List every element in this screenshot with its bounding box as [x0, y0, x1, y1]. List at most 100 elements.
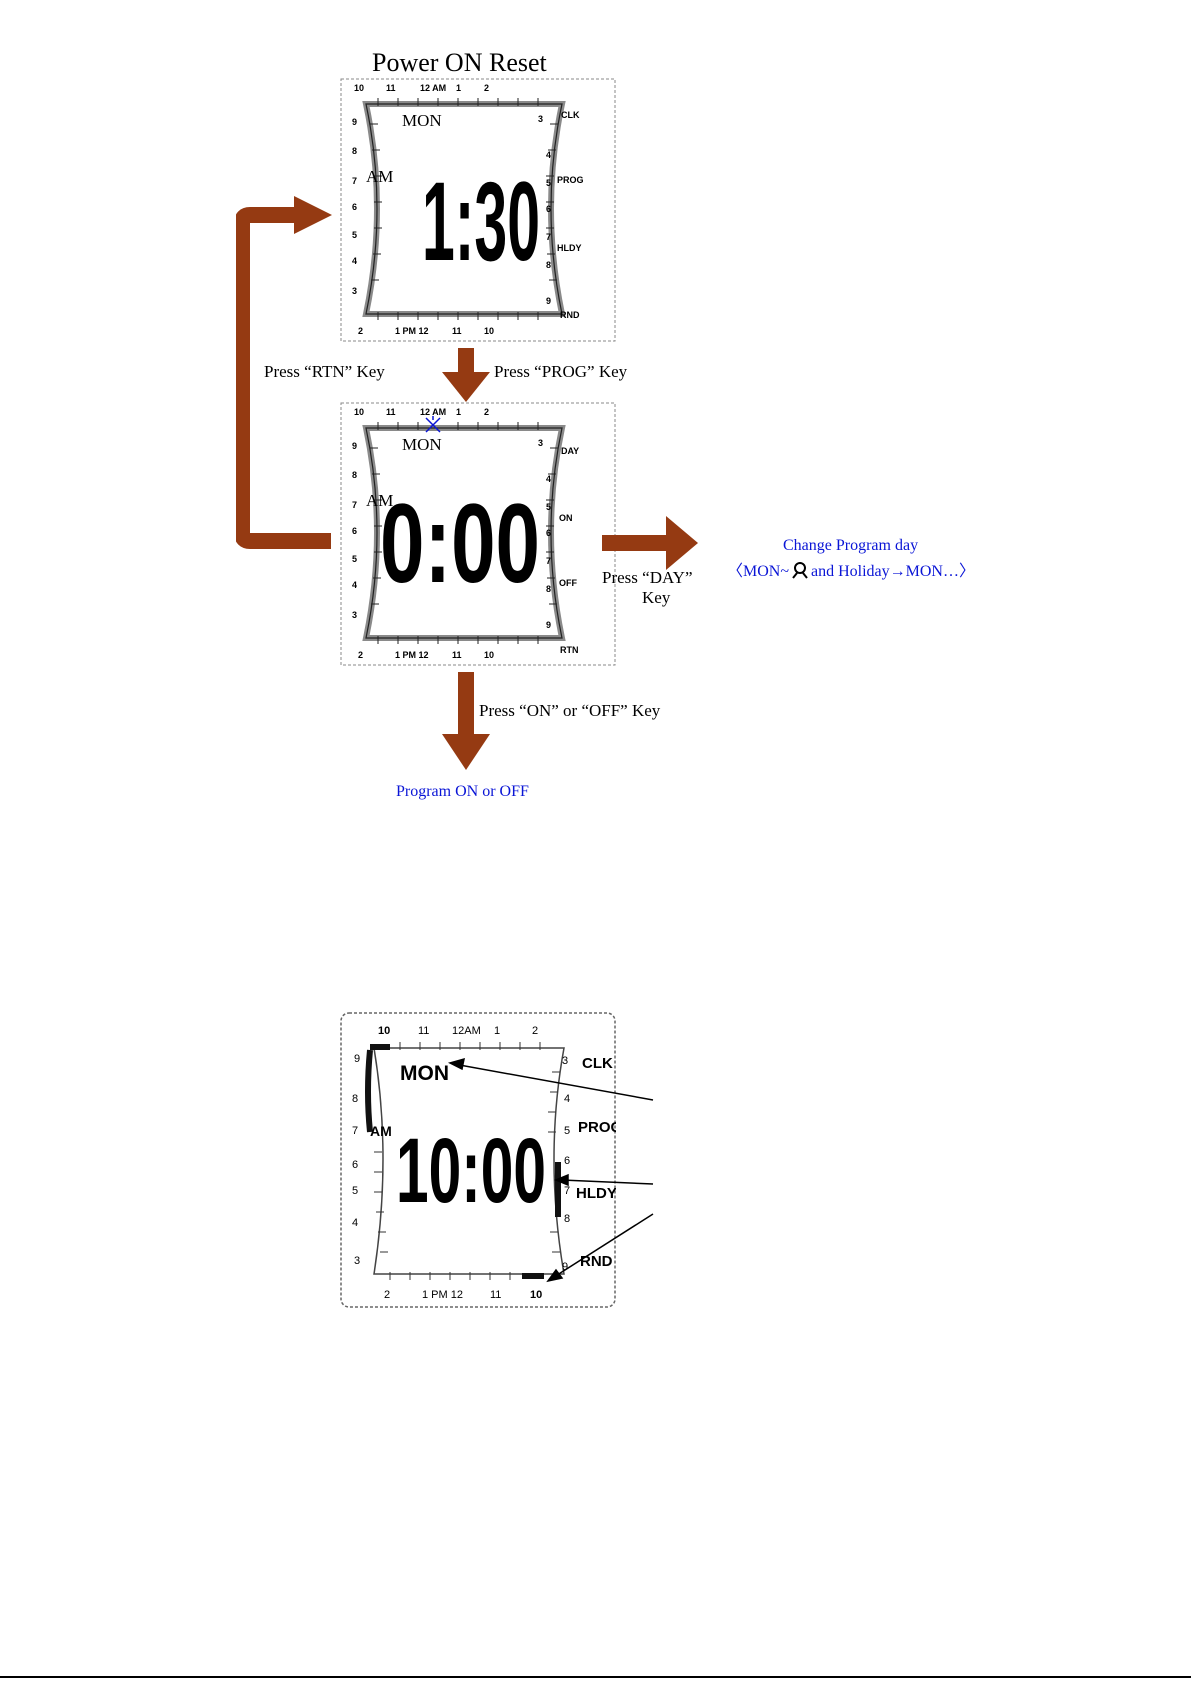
tick-top-12am: 12 AM — [420, 83, 446, 93]
tick-left-3: 3 — [352, 610, 357, 620]
arrow-down-onoff — [442, 672, 490, 770]
tick-right-7: 7 — [564, 1185, 570, 1197]
tick-left-4: 4 — [352, 256, 357, 266]
pointer-to-day — [453, 1063, 654, 1101]
side-label-on: ON — [559, 513, 573, 523]
tick-bottom-1pm12: 1 PM 12 — [395, 326, 429, 336]
tick-left-7: 7 — [352, 500, 357, 510]
tick-bottom-2: 2 — [358, 650, 363, 660]
tick-bottom-2: 2 — [384, 1289, 390, 1301]
ampm-label: AM — [366, 491, 393, 510]
side-label-rnd: RND — [560, 310, 580, 320]
holiday-lamp-icon — [792, 562, 808, 579]
tick-bottom-11: 11 — [490, 1289, 501, 1301]
change-program-day-sequence: 〈MON~ and Holiday→MON…〉 — [727, 557, 975, 581]
tick-right-8: 8 — [546, 584, 551, 594]
side-label-clk: CLK — [582, 1055, 613, 1072]
lcd-display-program: 10 11 12 AM 1 2 2 1 PM 12 11 10 9 8 7 6 … — [340, 402, 616, 666]
tick-top-2: 2 — [484, 83, 489, 93]
tick-right-9: 9 — [562, 1261, 568, 1273]
pointer-to-hldy-head — [554, 1173, 569, 1187]
tick-top-1: 1 — [456, 83, 461, 93]
page-bottom-rule — [0, 1676, 1191, 1678]
side-label-rtn: RTN — [560, 645, 579, 655]
tick-right-8: 8 — [546, 260, 551, 270]
sequence-end: and Holiday→MON…〉 — [811, 563, 975, 580]
tick-right-4: 4 — [546, 150, 551, 160]
lcd-display-example: 10 11 12AM 1 2 2 1 PM 12 11 10 9 8 7 6 5… — [340, 1012, 616, 1308]
side-label-rnd: RND — [580, 1253, 613, 1270]
tick-right-6: 6 — [546, 528, 551, 538]
tick-bottom-10: 10 — [484, 326, 494, 336]
tick-left-5: 5 — [352, 1185, 358, 1197]
tick-right-7: 7 — [546, 556, 551, 566]
tick-right-9: 9 — [546, 620, 551, 630]
day-label: MON — [402, 435, 442, 454]
tick-bottom-1pm12: 1 PM 12 — [422, 1289, 463, 1301]
arrow-rtn-loop — [236, 196, 332, 549]
blink-indicator-icon — [425, 416, 441, 433]
tick-left-6: 6 — [352, 202, 357, 212]
tick-left-3: 3 — [352, 286, 357, 296]
lcd-display-power-on: 10 11 12 AM 1 2 2 1 PM 12 11 10 9 8 7 6 … — [340, 78, 616, 342]
tick-right-4: 4 — [564, 1093, 570, 1105]
tick-left-6: 6 — [352, 526, 357, 536]
tick-left-7: 7 — [352, 176, 357, 186]
diagram-title: Power ON Reset — [372, 48, 547, 77]
tick-top-12am: 12AM — [452, 1025, 481, 1037]
arrow-right-day — [602, 516, 698, 570]
side-label-clk: CLK — [561, 110, 580, 120]
tick-bottom-11: 11 — [452, 650, 462, 660]
tick-right-6: 6 — [546, 204, 551, 214]
time-digits: 0:00 — [380, 481, 540, 606]
day-label: MON — [402, 111, 442, 130]
change-program-day-label: Change Program day — [783, 537, 919, 554]
tick-top-1: 1 — [456, 407, 461, 417]
tick-top-10: 10 — [378, 1025, 390, 1037]
tick-left-6: 6 — [352, 1159, 358, 1171]
tick-right-5: 5 — [546, 502, 551, 512]
pointer-arrows — [447, 1057, 654, 1283]
tick-right-5: 5 — [564, 1125, 570, 1137]
press-rtn-label: Press “RTN” Key — [264, 362, 385, 381]
pointer-to-hldy — [561, 1179, 654, 1185]
tick-left-5: 5 — [352, 554, 357, 564]
tick-left-4: 4 — [352, 580, 357, 590]
tick-bottom-10: 10 — [484, 650, 494, 660]
ampm-label: AM — [366, 167, 393, 186]
time-digits: 1:30 — [422, 159, 540, 284]
tick-left-9: 9 — [354, 1053, 360, 1065]
tick-right-3: 3 — [538, 438, 543, 448]
tick-top-10: 10 — [354, 407, 364, 417]
tick-top-2: 2 — [484, 407, 489, 417]
tick-left-8: 8 — [352, 146, 357, 156]
pointer-to-rnd-head — [546, 1268, 564, 1283]
tick-right-7: 7 — [546, 232, 551, 242]
tick-right-6: 6 — [564, 1155, 570, 1167]
tick-left-9: 9 — [352, 441, 357, 451]
tick-right-3: 3 — [562, 1055, 568, 1067]
tick-left-3: 3 — [354, 1255, 360, 1267]
side-label-hldy: HLDY — [557, 243, 582, 253]
press-day-label: Press “DAY” — [602, 568, 693, 587]
program-onoff-label: Program ON or OFF — [396, 783, 529, 800]
side-label-hldy: HLDY — [576, 1185, 616, 1202]
side-label-prog: PROG — [557, 175, 584, 185]
tick-left-9: 9 — [352, 117, 357, 127]
tick-right-3: 3 — [538, 114, 543, 124]
day-label: MON — [400, 1062, 449, 1085]
tick-right-8: 8 — [564, 1213, 570, 1225]
tick-right-9: 9 — [546, 296, 551, 306]
side-label-day: DAY — [561, 446, 579, 456]
tick-top-10: 10 — [354, 83, 364, 93]
tick-right-5: 5 — [546, 178, 551, 188]
tick-left-7: 7 — [352, 1125, 358, 1137]
press-onoff-label: Press “ON” or “OFF” Key — [479, 701, 661, 720]
arrow-down-prog — [442, 348, 490, 402]
tick-bottom-2: 2 — [358, 326, 363, 336]
side-label-prog: PROG — [578, 1119, 616, 1136]
time-digits: 10:00 — [396, 1120, 546, 1222]
tick-bottom-11: 11 — [452, 326, 462, 336]
tick-left-8: 8 — [352, 1093, 358, 1105]
sequence-start: 〈MON~ — [727, 563, 789, 580]
